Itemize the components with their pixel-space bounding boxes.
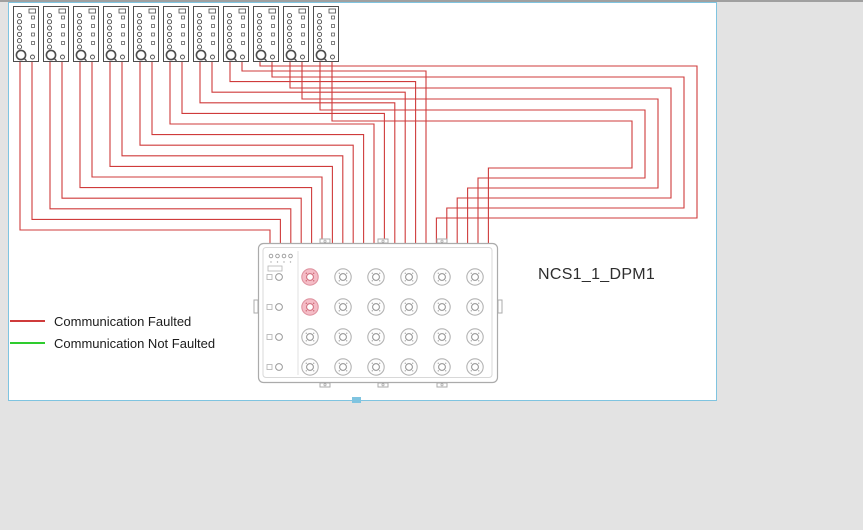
faulted-line-swatch	[10, 320, 45, 322]
legend-label-not-faulted: Communication Not Faulted	[54, 335, 216, 351]
legend-item-not-faulted: Communication Not Faulted	[10, 332, 215, 354]
canvas-boundary-tick	[352, 397, 361, 403]
legend: Communication Faulted Communication Not …	[10, 310, 215, 354]
not-faulted-line-swatch	[10, 342, 45, 344]
legend-label-faulted: Communication Faulted	[54, 313, 192, 329]
device-label: NCS1_1_DPM1	[538, 266, 656, 283]
legend-item-faulted: Communication Faulted	[10, 310, 215, 332]
window-top-edge	[0, 0, 863, 2]
